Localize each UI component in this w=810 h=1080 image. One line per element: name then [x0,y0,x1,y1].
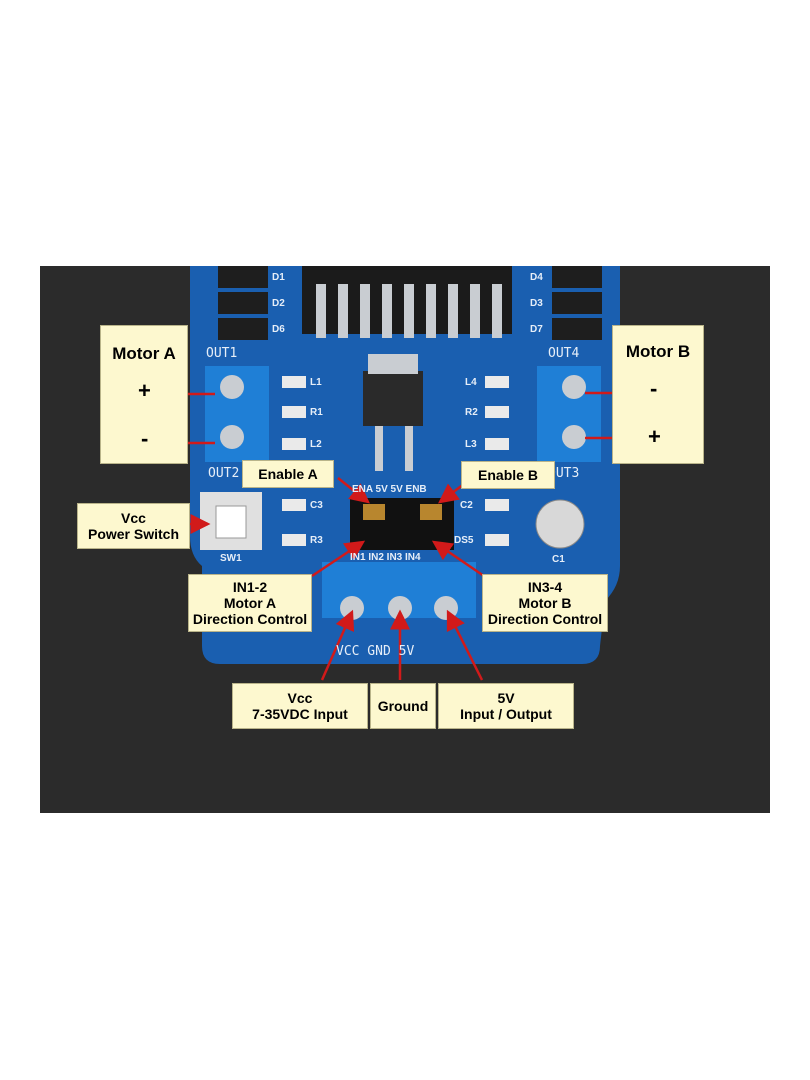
motor-a-plus: + [138,378,151,403]
label-d2: D2 [272,298,285,309]
label-c2: C2 [460,500,473,511]
ground-text: Ground [377,698,429,714]
motor-b-title: Motor B [625,342,691,361]
label-r3: R3 [310,535,323,546]
label-l3: L3 [465,439,477,450]
motor-b-minus: - [650,376,658,401]
vcc-input-line1: Vcc [287,690,313,706]
in34-line1: IN3-4 [527,579,563,595]
fivev-line2: Input / Output [460,706,552,722]
in34-line2: Motor B [518,595,572,611]
label-l2: L2 [310,439,322,450]
in34-line3: Direction Control [487,611,603,627]
label-d6: D6 [272,324,285,335]
arrow-enable-a [337,477,370,504]
arrow-vcc [320,609,355,681]
label-out3: OUT3 [548,466,580,481]
callout-motor-a: Motor A [100,325,188,464]
motor-b-plus: + [648,424,661,449]
in12-line2: Motor A [223,595,277,611]
motor-a-minus: - [141,426,149,451]
board-illustration [161,266,643,681]
enable-a-text: Enable A [258,466,318,482]
motor-a-title: Motor A [112,344,176,363]
arrow-in34 [431,540,485,578]
arrow-5v [446,609,484,681]
label-c3: C3 [310,500,323,511]
label-out1: OUT1 [206,346,238,361]
fivev-line1: 5V [497,690,515,706]
label-r2: R2 [465,407,478,418]
callout-5v: 5V Input / Output [438,683,574,729]
regulator [363,371,423,426]
callout-ground: Ground [370,683,436,729]
label-header-bottom: IN1 IN2 IN3 IN4 [350,552,421,563]
label-terminal: VCC GND 5V [336,644,415,659]
vcc-input-line2: 7-35VDC Input [252,706,348,722]
label-out2: OUT2 [208,466,240,481]
power-switch-line2: Power Switch [87,526,180,542]
label-r1: R1 [310,407,323,418]
arrow-in12 [311,540,366,578]
callout-vcc-input: Vcc 7-35VDC Input [232,683,368,729]
callout-motor-b: Motor B [612,325,704,464]
enable-b-text: Enable B [478,467,538,483]
in12-line3: Direction Control [192,611,308,627]
label-d3: D3 [530,298,543,309]
label-d1: D1 [272,272,285,283]
power-switch-line1: Vcc [121,510,146,526]
label-header-top: ENA 5V 5V ENB [352,484,427,495]
label-d4: D4 [530,272,543,283]
capacitor-c1 [535,499,585,549]
label-l1: L1 [310,377,322,388]
label-sw1: SW1 [220,553,242,564]
callout-in12: IN1-2 Motor A Direction Control [188,574,312,632]
label-c1: C1 [552,554,565,565]
callout-power-switch: Vcc Power Switch [77,503,190,549]
callout-enable-b: Enable B [461,461,555,489]
in12-line1: IN1-2 [232,579,268,595]
callout-in34: IN3-4 Motor B Direction Control [482,574,608,632]
label-l4: L4 [465,377,477,388]
label-d7: D7 [530,324,543,335]
label-ds5: DS5 [454,535,474,546]
label-out4: OUT4 [548,346,580,361]
callout-enable-a: Enable A [242,460,334,488]
